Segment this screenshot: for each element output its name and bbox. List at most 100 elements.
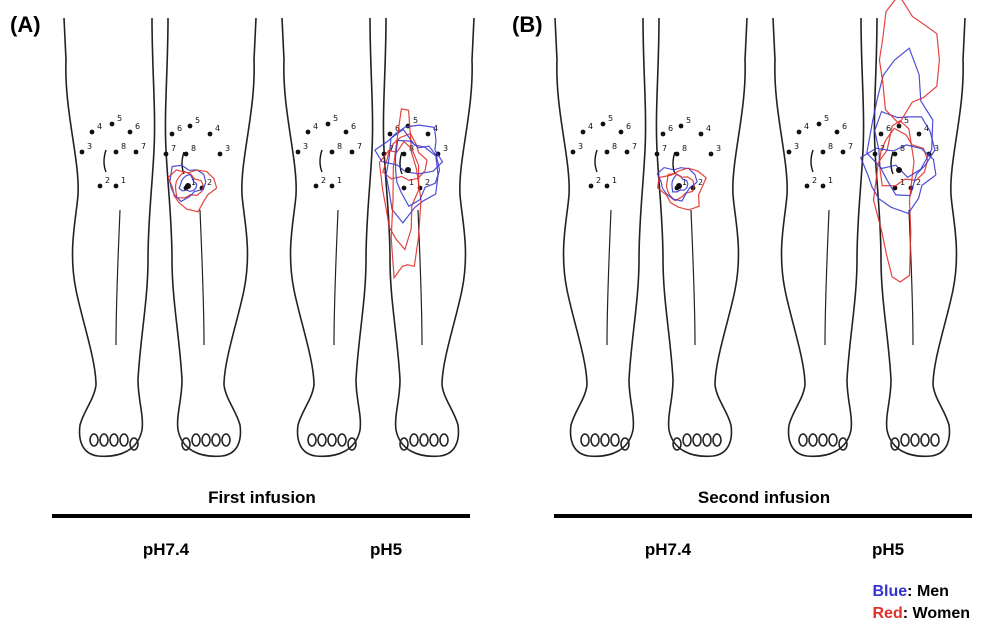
knee-point [619,130,624,135]
knee-point [917,132,922,137]
knee-point [589,184,594,189]
leg-pair-0-a [64,18,256,456]
knee-point [679,124,684,129]
toe [591,434,599,446]
knee-point-number: 7 [171,144,176,153]
knee-point-number: 2 [105,176,110,185]
knee-point [90,130,95,135]
toe [222,434,230,446]
toe [192,434,200,446]
right-leg-outline [165,18,256,456]
toe [348,438,356,450]
knee-point [208,132,213,137]
toe [819,434,827,446]
shin-line [691,210,695,345]
knee-point-number: 8 [121,142,126,151]
legend-red-word: Red [873,605,903,622]
knee-point [350,150,355,155]
knee-point-number: 8 [612,142,617,151]
toe [212,434,220,446]
condition-label-b2: pH5 [828,540,948,560]
toe [130,438,138,450]
knee-point [402,186,407,191]
response-outline-ph5 [861,145,936,214]
knee-point [655,152,660,157]
toe [440,434,448,446]
toe [799,434,807,446]
toe [420,434,428,446]
knee-point [605,150,610,155]
knee-point-number: 5 [413,116,418,125]
knee-point-number: 4 [706,124,711,133]
knee-point [817,122,822,127]
knee-point-number: 3 [225,144,230,153]
toe [703,434,711,446]
knee-point-number: 3 [443,144,448,153]
toe [430,434,438,446]
toe [809,434,817,446]
knee-point [821,150,826,155]
toe [308,434,316,446]
toe [318,434,326,446]
infusion-title-first: First infusion [52,488,472,508]
leg-pair-1-b [773,18,965,456]
knee-point [188,124,193,129]
left-leg-outline [773,18,864,456]
shin-line [200,210,204,345]
knee-point-map-1-a-ref: 12345678 [571,114,637,188]
response-outline-ph5 [879,0,939,124]
knee-point-number: 2 [812,176,817,185]
knee-point [709,152,714,157]
knee-point [306,130,311,135]
knee-point [601,122,606,127]
patella-mark [595,150,597,172]
knee-point-number: 2 [596,176,601,185]
knee-point [699,132,704,137]
knee-point-number: 7 [141,142,146,151]
knee-point [625,150,630,155]
knee-point-number: 6 [668,124,673,133]
toe [921,434,929,446]
knee-point-number: 3 [303,142,308,151]
knee-point-number: 4 [588,122,593,131]
leg-pair-0-b [282,18,474,456]
knee-point [787,150,792,155]
knee-point [218,152,223,157]
toe [891,438,899,450]
legend-women-text: : Women [903,605,970,622]
toe [601,434,609,446]
toe [911,434,919,446]
divider-second [554,514,972,518]
left-leg-outline [64,18,155,456]
knee-point [326,122,331,127]
toe [100,434,108,446]
toe [683,434,691,446]
injection-site [405,167,411,173]
toe [400,438,408,450]
toe [90,434,98,446]
knee-point-number: 4 [97,122,102,131]
knee-point-number: 7 [662,144,667,153]
knee-point-number: 7 [632,142,637,151]
knee-point-number: 6 [886,124,891,133]
toe [110,434,118,446]
knee-point-number: 2 [321,176,326,185]
knee-point [314,184,319,189]
toe [839,438,847,450]
knee-point-number: 6 [351,122,356,131]
legend-blue-word: Blue [873,583,908,600]
left-leg-outline [555,18,646,456]
legend: Blue: Men Red: Women [873,583,971,623]
toe [673,438,681,450]
knee-point [128,130,133,135]
knee-point-map-1-b-ref: 12345678 [787,114,853,188]
knee-point [821,184,826,189]
knee-point [164,152,169,157]
patella-mark [811,150,813,172]
shin-line [116,210,120,345]
toe [931,434,939,446]
knee-point [835,130,840,135]
right-leg-outline [383,18,474,456]
knee-point [841,150,846,155]
knee-point [344,130,349,135]
